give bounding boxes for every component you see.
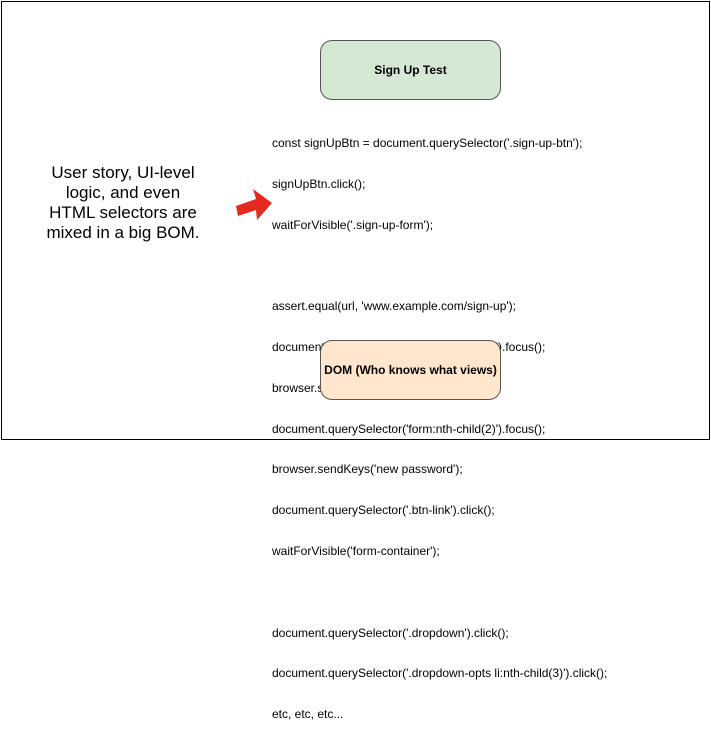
code-line: const signUpBtn = document.querySelector… bbox=[272, 136, 583, 151]
sign-up-test-box: Sign Up Test bbox=[320, 40, 501, 100]
red-arrow-icon bbox=[236, 189, 272, 220]
annotation-line: logic, and even bbox=[65, 183, 181, 202]
code-gap bbox=[272, 260, 607, 274]
code-line: signUpBtn.click(); bbox=[272, 176, 366, 191]
code-line: waitForVisible('.sign-up-form'); bbox=[272, 217, 434, 232]
code-line: document.querySelector('.dropdown').clic… bbox=[272, 625, 509, 640]
code-line: etc, etc, etc... bbox=[272, 707, 344, 722]
code-block: const signUpBtn = document.querySelector… bbox=[272, 110, 607, 735]
arrow-shape bbox=[236, 189, 272, 220]
sign-up-test-label: Sign Up Test bbox=[374, 63, 447, 77]
dom-box-label: DOM (Who knows what views) bbox=[324, 363, 497, 377]
code-line: document.querySelector('form:nth-child(2… bbox=[272, 421, 546, 436]
annotation-line: User story, UI-level bbox=[51, 163, 195, 182]
code-line: document.querySelector('.dropdown-opts l… bbox=[272, 666, 608, 681]
code-line: assert.equal(url, 'www.example.com/sign-… bbox=[272, 299, 517, 314]
code-line: browser.sendKeys('new password'); bbox=[272, 462, 463, 477]
code-line: document.querySelector('.btn-link').clic… bbox=[272, 503, 495, 518]
code-gap bbox=[272, 586, 607, 600]
dom-box: DOM (Who knows what views) bbox=[320, 340, 501, 400]
annotation-line: mixed in a big BOM. bbox=[46, 223, 200, 242]
annotation-line: HTML selectors are bbox=[49, 203, 197, 222]
annotation-text: User story, UI-level logic, and even HTM… bbox=[14, 163, 232, 243]
code-line: waitForVisible('form-container'); bbox=[272, 544, 440, 558]
